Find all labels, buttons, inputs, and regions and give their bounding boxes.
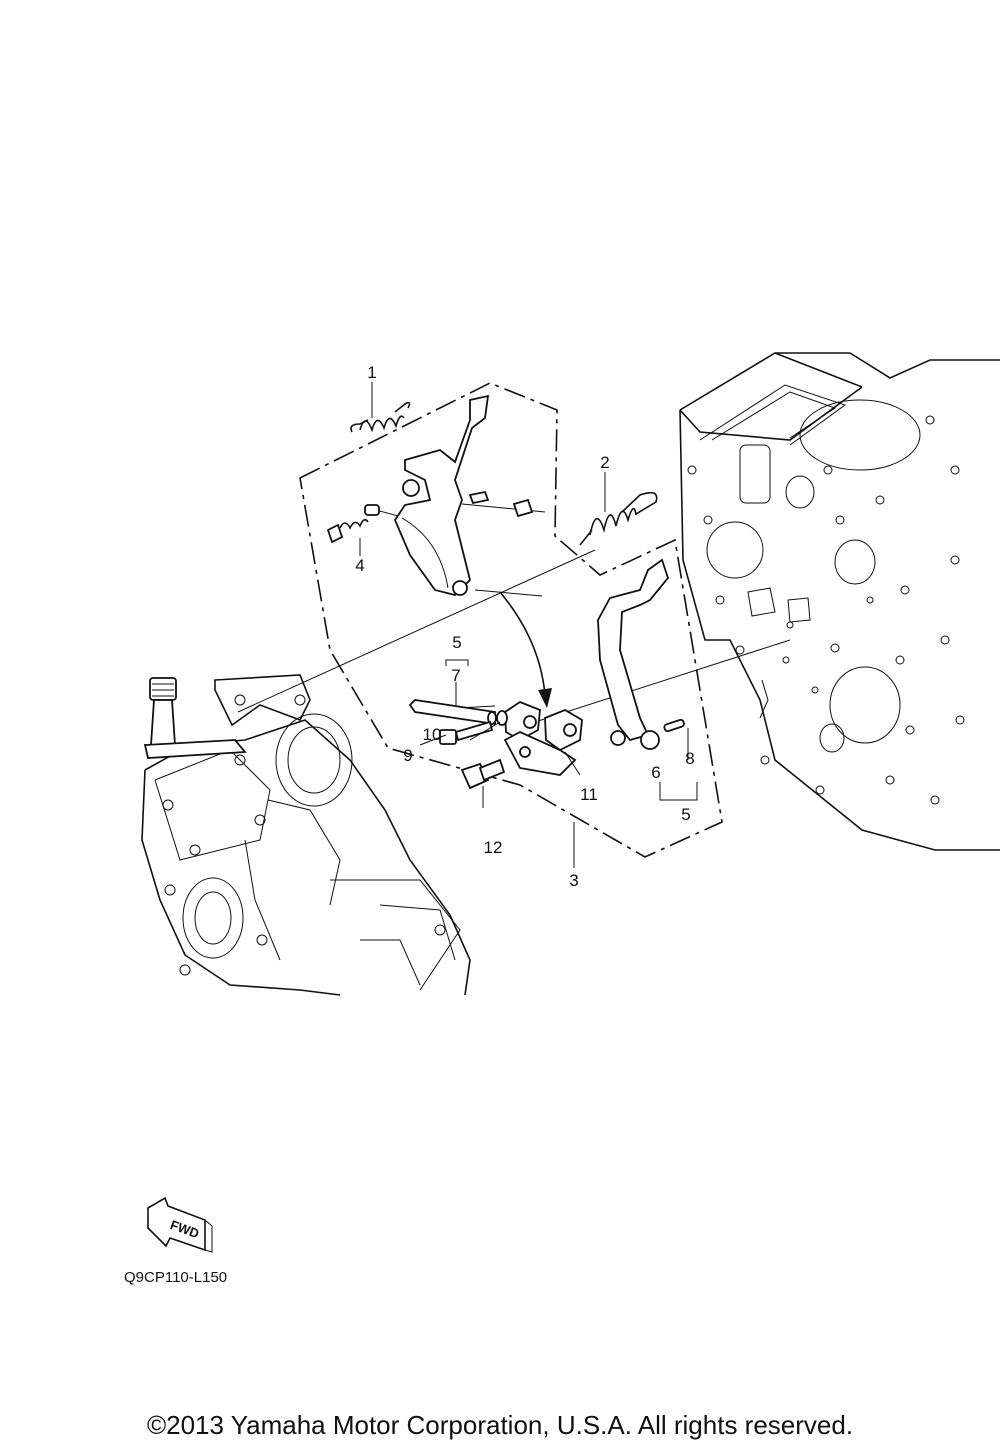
- engine-block-right: [679, 352, 1000, 851]
- part-spring-2: [579, 491, 658, 546]
- copyright-notice: ©2013 Yamaha Motor Corporation, U.S.A. A…: [146, 1410, 854, 1440]
- part-pin-8: [663, 718, 685, 733]
- leader-lines: [359, 382, 698, 868]
- part-bolt-9: [439, 720, 494, 745]
- assembly-arrow-head: [538, 688, 552, 708]
- callout-10: 10: [423, 725, 442, 744]
- callout-3: 3: [569, 871, 578, 890]
- part-spring-1: [350, 401, 411, 433]
- callout-8: 8: [685, 749, 694, 768]
- part-washer-10: [496, 710, 508, 726]
- callout-7: 7: [451, 666, 460, 685]
- fwd-arrow-icon: FWD: [147, 1196, 213, 1253]
- callout-11: 11: [580, 785, 598, 804]
- callout-1: 1: [367, 363, 376, 382]
- assembly-boundary: [299, 382, 723, 858]
- callout-5-lower: 5: [681, 805, 690, 824]
- diagram-code: Q9CP110-L150: [124, 1269, 227, 1286]
- callout-2: 2: [600, 453, 609, 472]
- engine-housing-left: [141, 674, 471, 996]
- part-shift-bracket: [364, 394, 534, 596]
- parts-diagram: 1 2 3 4 5 5 6 7 8 9 10 11 12 FWD Q9CP110…: [124, 352, 1000, 1286]
- part-plunger-4: [326, 518, 369, 544]
- callout-6: 6: [651, 763, 660, 782]
- callout-4: 4: [355, 556, 364, 575]
- assembly-arrow: [499, 591, 546, 696]
- part-joint-11: [503, 700, 583, 776]
- part-shift-lever: [597, 558, 670, 750]
- fwd-label: FWD: [168, 1217, 201, 1241]
- callout-5-upper: 5: [452, 633, 461, 652]
- part-bolt-12: [460, 758, 506, 790]
- callout-9: 9: [403, 746, 412, 765]
- part-shaft-7: [408, 699, 497, 726]
- callout-12: 12: [484, 838, 503, 857]
- alignment-lines: [237, 503, 791, 723]
